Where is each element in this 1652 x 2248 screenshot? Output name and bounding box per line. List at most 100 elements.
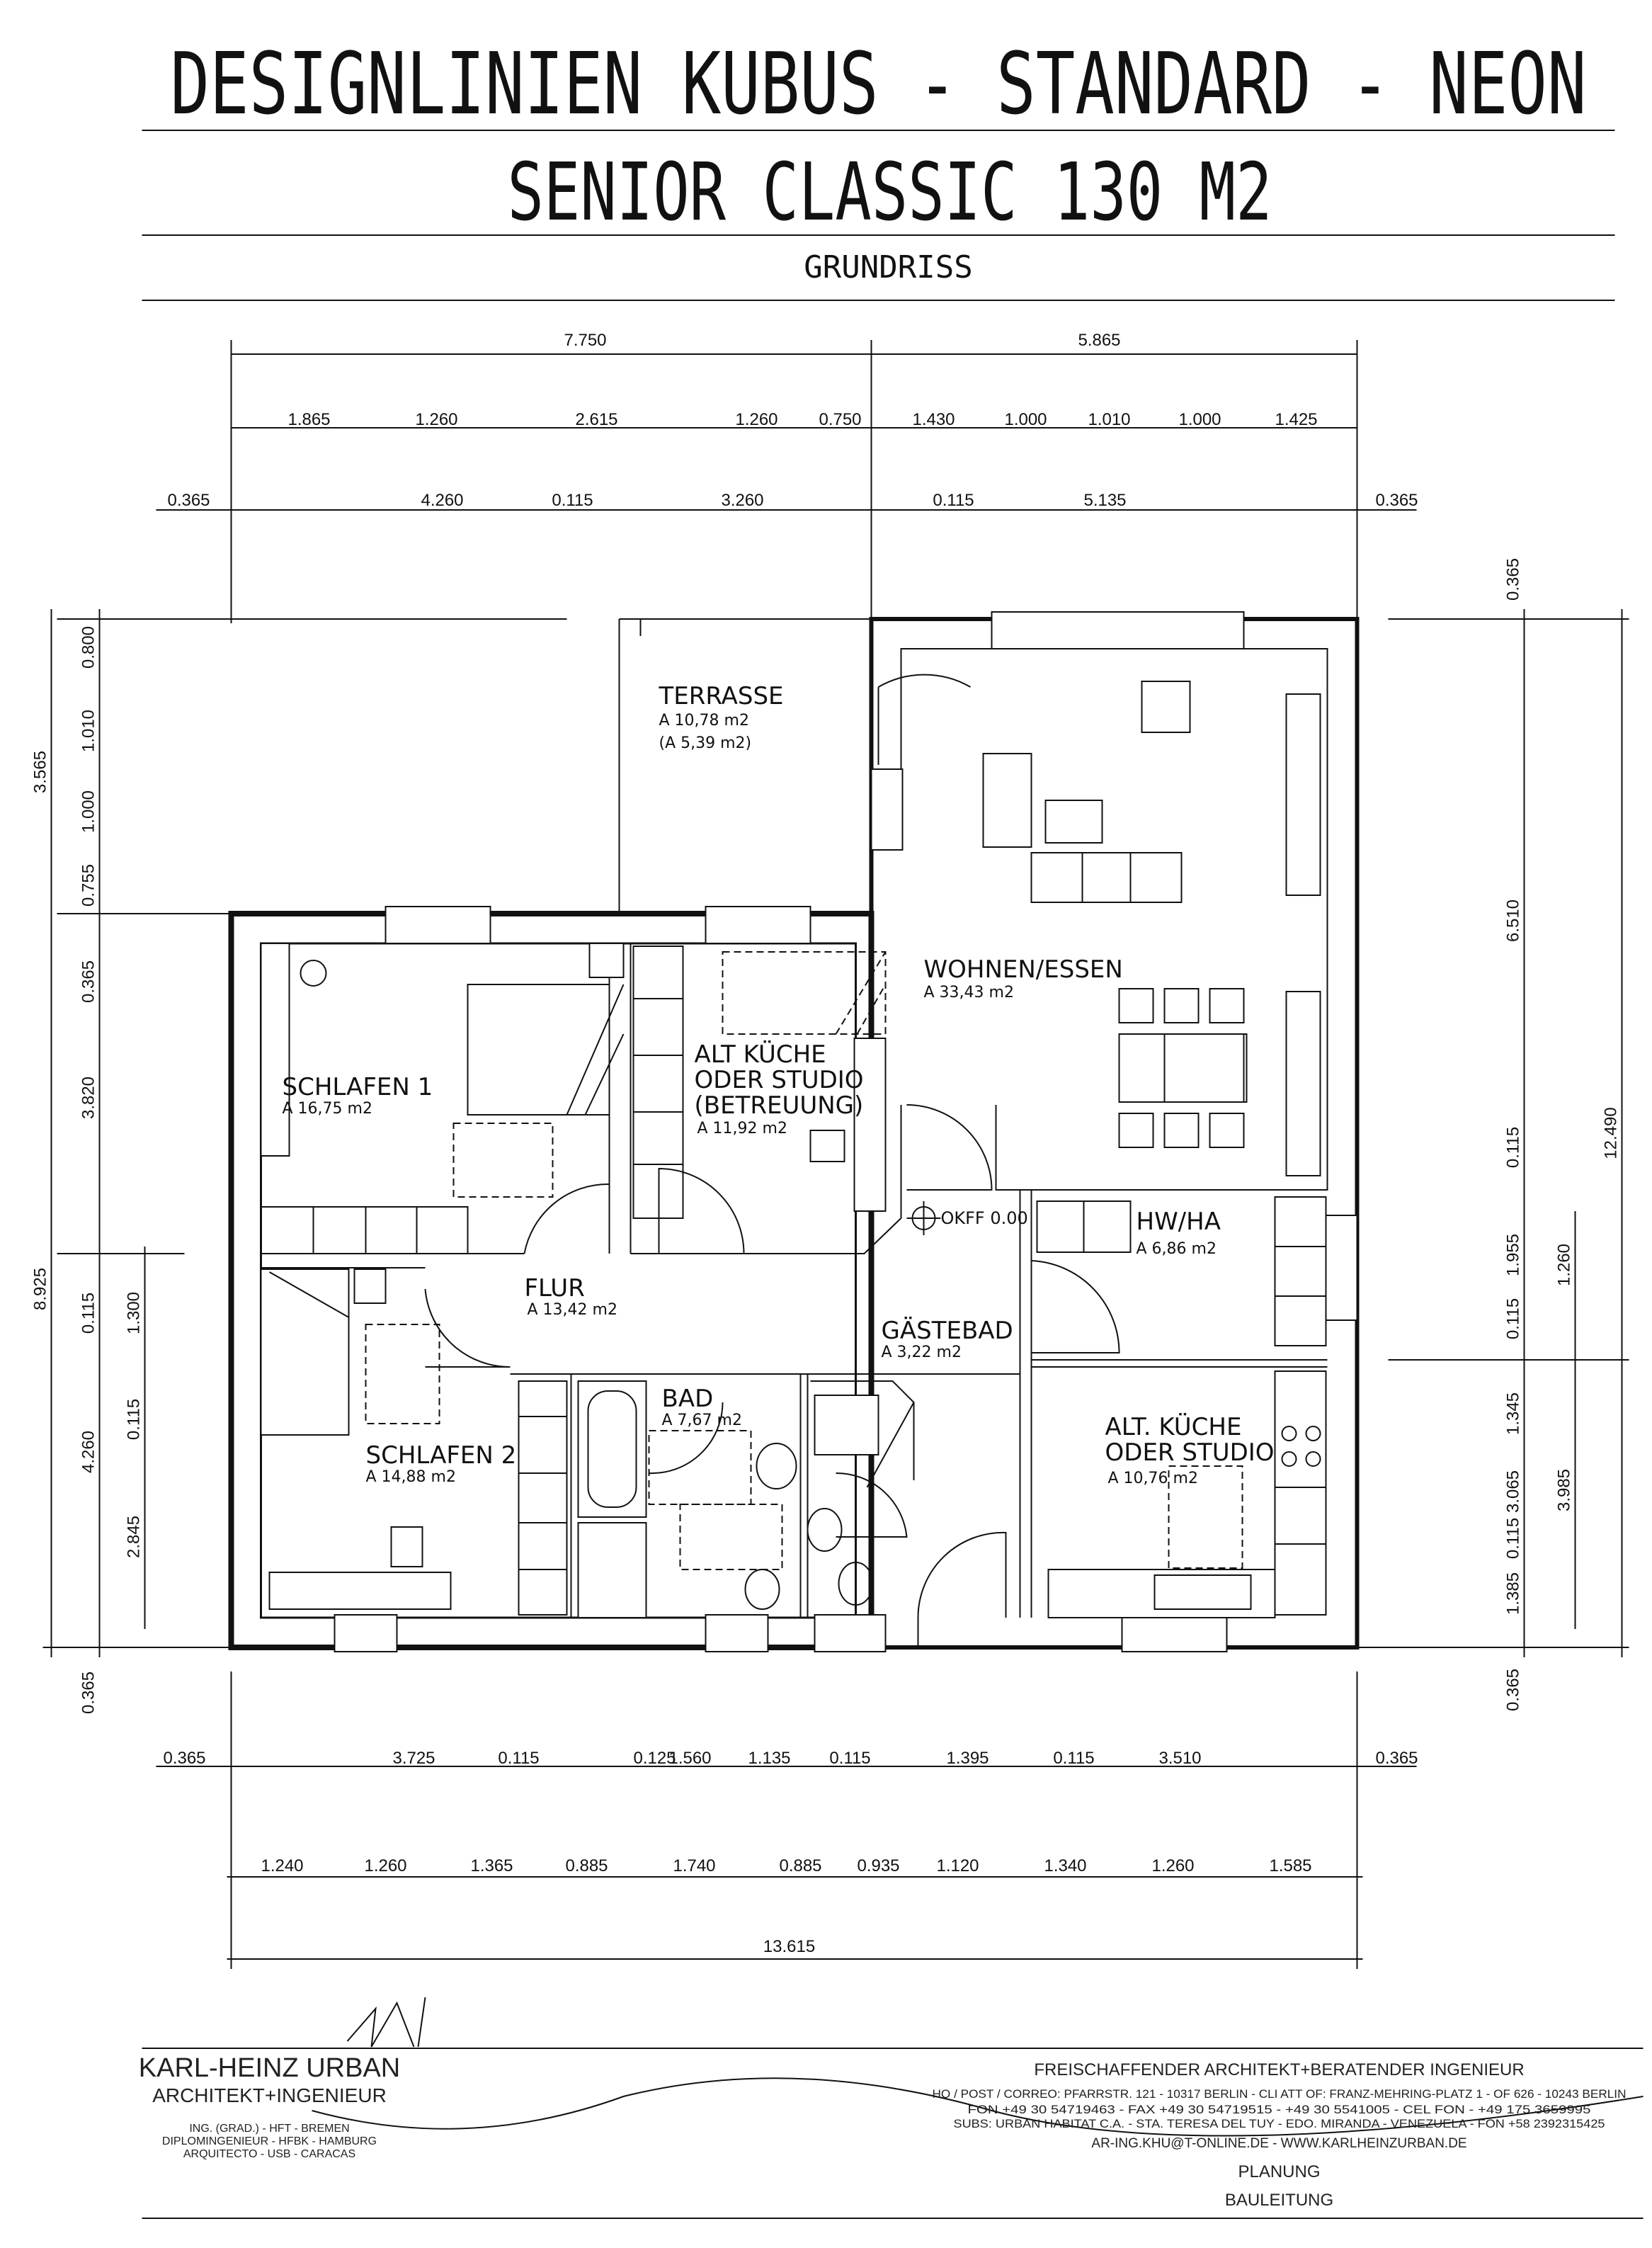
dimension-label: 5.865 xyxy=(1078,331,1120,350)
dimension-label: 1.240 xyxy=(261,1856,303,1875)
dimension-label: 13.615 xyxy=(763,1937,815,1956)
dimension-label: 1.955 xyxy=(1504,1234,1523,1276)
dimension-label: 0.365 xyxy=(1375,1749,1418,1768)
room-gaestebad-name: GÄSTEBAD xyxy=(882,1317,1013,1345)
logo-credential: DIPLOMINGENIEUR - HFBK - HAMBURG xyxy=(162,2135,377,2147)
dimension-label: 1.740 xyxy=(673,1856,715,1875)
level-marker: OKFF 0.00 xyxy=(906,1201,1028,1235)
dimension-label: 0.365 xyxy=(1504,558,1523,601)
title-line2: SENIOR CLASSIC 130 M2 xyxy=(508,147,1272,239)
dimension-label: 0.755 xyxy=(79,864,98,907)
room-wohnen-name: WOHNEN/ESSEN xyxy=(924,955,1123,984)
dimension-label: 1.425 xyxy=(1275,410,1317,429)
dimension-label: 0.365 xyxy=(79,1671,98,1714)
dimension-label: 1.135 xyxy=(748,1749,790,1768)
dimension-label: 1.000 xyxy=(1004,410,1047,429)
dimension-label: 3.565 xyxy=(31,751,50,793)
dimension-label: 1.000 xyxy=(1178,410,1221,429)
dimension-label: 1.260 xyxy=(1151,1856,1194,1875)
dimension-label: 0.115 xyxy=(125,1399,144,1440)
room-schlafen1-area: A 16,75 m2 xyxy=(283,1100,372,1118)
logo-credential: ARQUITECTO - USB - CARACAS xyxy=(183,2148,355,2160)
dimension-label: 0.115 xyxy=(829,1749,870,1768)
dimension-label: 0.800 xyxy=(79,626,98,669)
room-terrasse-area: A 10,78 m2 xyxy=(659,712,749,730)
dimension-label: 1.585 xyxy=(1269,1856,1311,1875)
title-block: DESIGNLINIEN KUBUS - STANDARD - NEON SEN… xyxy=(142,35,1615,301)
dimension-label: 5.135 xyxy=(1083,491,1126,510)
dimension-label: 0.365 xyxy=(79,960,98,1003)
room-hwha-name: HW/HA xyxy=(1137,1208,1221,1236)
room-altkueche-name3: (BETREUUNG) xyxy=(695,1091,864,1120)
room-schlafen1-name: SCHLAFEN 1 xyxy=(283,1073,433,1101)
dimension-label: 0.115 xyxy=(79,1293,98,1334)
room-flur-name: FLUR xyxy=(525,1274,585,1302)
dimension-label: 0.115 xyxy=(498,1749,539,1768)
dimension-label: 1.260 xyxy=(1555,1244,1574,1286)
room-schlafen2-area: A 14,88 m2 xyxy=(366,1468,456,1486)
dimension-label: 4.260 xyxy=(421,491,463,510)
dimension-label: 3.985 xyxy=(1555,1469,1574,1511)
room-altkueche2-name: ALT. KÜCHE xyxy=(1105,1412,1242,1441)
dimension-label: 0.115 xyxy=(1504,1518,1523,1559)
room-flur-area: A 13,42 m2 xyxy=(528,1301,617,1319)
footer-subsidiary: SUBS: URBAN HABITAT C.A. - STA. TERESA D… xyxy=(954,2117,1605,2130)
walls xyxy=(228,611,1360,1652)
room-schlafen2-name: SCHLAFEN 2 xyxy=(366,1441,517,1470)
dimension-label: 4.260 xyxy=(79,1431,98,1473)
room-gaestebad-area: A 3,22 m2 xyxy=(882,1344,962,1361)
dimension-label: 0.365 xyxy=(1375,491,1418,510)
dimension-label: 3.065 xyxy=(1504,1470,1523,1513)
room-altkueche2-name2: ODER STUDIO xyxy=(1105,1438,1275,1467)
room-altkueche-area: A 11,92 m2 xyxy=(697,1120,787,1137)
dimension-label: 1.010 xyxy=(1088,410,1130,429)
footer-address: HQ / POST / CORREO: PFARRSTR. 121 - 1031… xyxy=(933,2087,1627,2101)
footer-service-planung: PLANUNG xyxy=(1238,2162,1320,2181)
logo-mark-icon xyxy=(346,1997,426,2048)
dimension-label: 0.115 xyxy=(552,491,593,510)
dimension-label: 12.490 xyxy=(1602,1107,1621,1159)
dimension-label: 0.365 xyxy=(163,1749,205,1768)
dimension-label: 0.935 xyxy=(857,1856,899,1875)
dimension-label: 3.820 xyxy=(79,1077,98,1119)
dimension-label: 1.260 xyxy=(364,1856,406,1875)
dimension-label: 1.560 xyxy=(668,1749,711,1768)
dimension-label: 0.115 xyxy=(933,491,974,510)
dimension-label: 3.260 xyxy=(721,491,763,510)
dimension-lines xyxy=(42,340,1629,1969)
logo-subtitle: ARCHITEKT+INGENIEUR xyxy=(152,2084,387,2106)
dimension-label: 0.115 xyxy=(1504,1127,1523,1168)
footer-heading: FREISCHAFFENDER ARCHITEKT+BERATENDER ING… xyxy=(1034,2060,1524,2079)
dimension-label: 1.010 xyxy=(79,710,98,752)
dimension-label: 1.260 xyxy=(415,410,457,429)
room-wohnen-area: A 33,43 m2 xyxy=(924,984,1014,1001)
dimension-label: 2.845 xyxy=(125,1516,144,1558)
dimension-label: 0.750 xyxy=(819,410,861,429)
room-bad-area: A 7,67 m2 xyxy=(662,1412,742,1429)
dimension-label: 3.510 xyxy=(1158,1749,1201,1768)
dimension-label: 3.725 xyxy=(392,1749,435,1768)
dimension-label: 8.925 xyxy=(31,1268,50,1310)
title-line1: DESIGNLINIEN KUBUS - STANDARD - NEON xyxy=(171,35,1587,134)
footer-phone: FON +49 30 54719463 - FAX +49 30 5471951… xyxy=(968,2103,1591,2116)
dimension-label: 1.000 xyxy=(79,790,98,833)
dimension-label: 6.510 xyxy=(1504,899,1523,942)
dimension-label: 1.430 xyxy=(912,410,955,429)
title-line3: GRUNDRISS xyxy=(804,249,972,285)
dimension-label: 0.885 xyxy=(779,1856,821,1875)
footer-contact: AR-ING.KHU@T-ONLINE.DE - WWW.KARLHEINZUR… xyxy=(1091,2136,1466,2151)
dimension-label: 1.120 xyxy=(936,1856,979,1875)
dimension-label: 1.865 xyxy=(287,410,330,429)
dimension-label: 0.115 xyxy=(1504,1298,1523,1339)
room-bad-name: BAD xyxy=(662,1385,714,1413)
room-labels: TERRASSE A 10,78 m2 (A 5,39 m2) WOHNEN/E… xyxy=(283,682,1275,1487)
dimension-label: 2.615 xyxy=(575,410,617,429)
dimension-label: 0.125 xyxy=(633,1749,676,1768)
dimension-label: 1.340 xyxy=(1044,1856,1086,1875)
dimension-label: 1.300 xyxy=(125,1292,144,1334)
dimension-label: 1.365 xyxy=(470,1856,513,1875)
level-marker-label: OKFF 0.00 xyxy=(941,1208,1028,1228)
room-altkueche-name2: ODER STUDIO xyxy=(695,1066,864,1094)
